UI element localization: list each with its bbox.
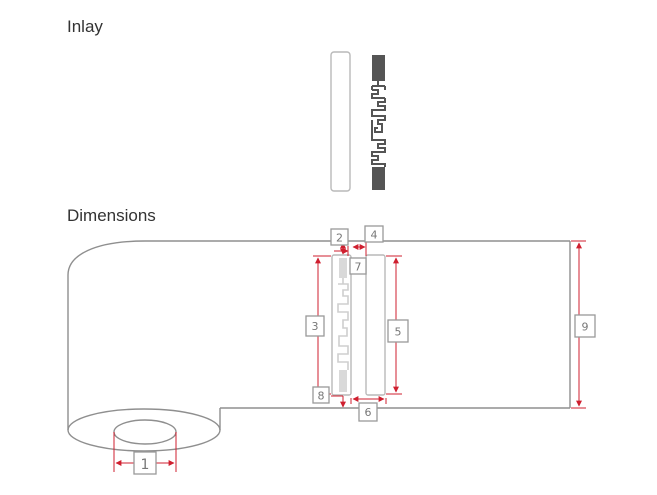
svg-text:3: 3 — [312, 320, 319, 333]
svg-text:7: 7 — [355, 261, 362, 274]
dimension-label-1: 1 — [133, 451, 157, 475]
dimension-label-3: 3 — [305, 315, 325, 337]
svg-text:8: 8 — [318, 390, 325, 403]
svg-text:6: 6 — [365, 406, 372, 419]
svg-text:4: 4 — [371, 229, 378, 242]
svg-text:5: 5 — [395, 326, 402, 339]
svg-text:2: 2 — [336, 232, 343, 245]
dimension-label-9: 9 — [574, 314, 596, 338]
dimension-label-8: 8 — [312, 386, 330, 404]
inlay-antenna-icon — [371, 55, 386, 190]
dimension-label-2: 2 — [330, 228, 349, 246]
inlay-face-outline — [330, 51, 351, 192]
svg-text:1: 1 — [141, 457, 150, 473]
dimension-4 — [352, 242, 367, 256]
dimension-8 — [331, 395, 346, 408]
label-roll — [67, 240, 571, 452]
dimension-label-7: 7 — [349, 257, 367, 275]
inlay-on-roll — [331, 254, 386, 396]
dimension-label-6: 6 — [358, 402, 378, 422]
dimension-label-5: 5 — [387, 319, 409, 343]
dimension-6 — [350, 396, 387, 404]
dimensions-heading: Dimensions — [67, 206, 156, 225]
svg-text:9: 9 — [582, 321, 589, 334]
dimension-label-4: 4 — [364, 225, 384, 243]
inlay-heading: Inlay — [67, 17, 103, 36]
